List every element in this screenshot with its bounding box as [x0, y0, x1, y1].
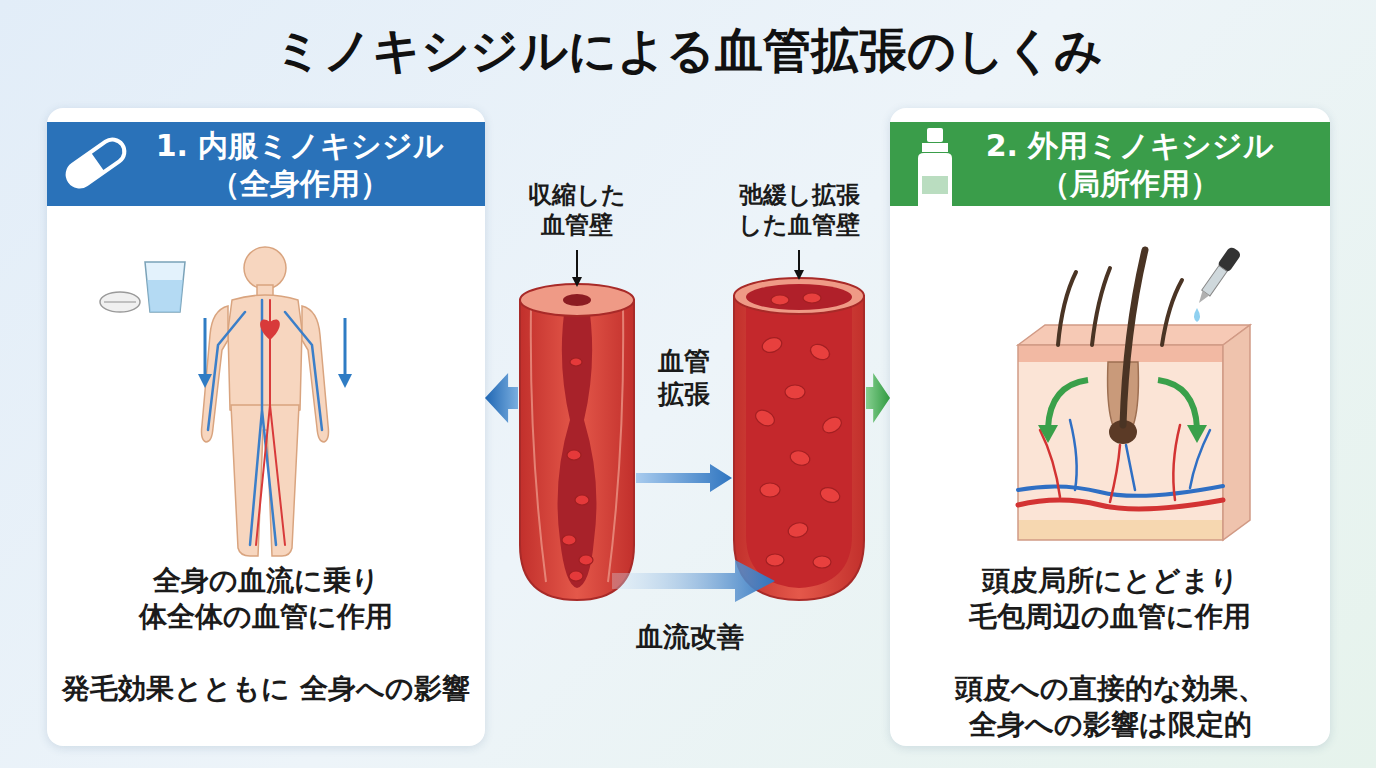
vessel-node: 弛緩し拡張 した血管壁 — [732, 180, 866, 600]
vessel-constricted — [567, 450, 581, 460]
panel: 頭皮局所にとどまり 毛包周辺の血管に作用頭皮への直接的な効果、 全身への影響は限… — [890, 108, 1330, 746]
vessel-constricted — [562, 535, 576, 545]
vessel-constricted — [569, 571, 583, 581]
vessel-constricted — [579, 555, 593, 565]
diagram-title: ミノキシジルによる血管拡張のしくみ — [0, 22, 1376, 80]
vessel-dilated — [818, 485, 842, 505]
vessel-dilated — [820, 414, 844, 436]
vessel-dilated — [760, 335, 784, 355]
leader-arrows — [576, 250, 578, 280]
vessel-constricted — [520, 284, 634, 316]
vessel-dilated — [803, 293, 821, 303]
vessel-constricted — [570, 358, 582, 366]
header-text: 1. 内服ミノキシジル （全身作用） — [130, 127, 470, 202]
vessel-dilated — [746, 300, 852, 588]
vessel-label: 収縮した 血管壁 — [518, 180, 636, 240]
vessel-dilated — [734, 296, 864, 600]
vessel-dilated — [734, 278, 864, 600]
vessel-dilated — [753, 293, 844, 568]
vessel-constricted — [520, 300, 634, 600]
vessel-constricted — [520, 284, 634, 600]
header-text: 2. 外用ミノキシジル （局所作用） — [960, 127, 1300, 202]
connector-arrow — [485, 373, 518, 423]
vessel-dilated — [808, 341, 832, 362]
header-band: 2. 外用ミノキシジル （局所作用） — [890, 122, 1330, 206]
blood-flow-arrow — [612, 560, 775, 602]
vessel-dilated — [734, 278, 864, 314]
leader-arrows — [794, 270, 804, 280]
vessel-dilated — [789, 449, 812, 468]
vessel-constricted — [558, 300, 597, 588]
vessel-dilated — [771, 295, 789, 305]
vessel-dilated — [785, 385, 805, 399]
leader-arrows — [572, 277, 582, 287]
vessel-constricted — [563, 294, 591, 306]
free-label: 血流改善 — [590, 620, 790, 654]
blood-flow-arrow — [612, 560, 775, 602]
leader-arrows — [798, 250, 800, 272]
panel-text: 発毛効果とともに 全身への影響 — [47, 671, 485, 707]
vessel-dilated — [787, 521, 810, 540]
vessel-node: 収縮した 血管壁 — [518, 180, 636, 600]
vessel-dilated — [753, 407, 777, 429]
leader-arrows — [572, 250, 804, 287]
vessel-dilated — [760, 483, 780, 497]
vessel-dilated — [766, 554, 784, 566]
vessel-dilated — [746, 284, 852, 310]
header-band: 1. 内服ミノキシジル （全身作用） — [47, 122, 485, 206]
panel: 全身の血流に乗り 体全体の血管に作用発毛効果とともに 全身への影響 1. 内服ミノ… — [47, 108, 485, 746]
vessel-constricted — [562, 358, 593, 581]
vessel-constricted — [531, 306, 623, 582]
vessel-constricted — [575, 495, 589, 505]
connector-label: 血管 拡張 — [644, 345, 724, 410]
vessel-dilated — [813, 556, 831, 568]
panel-text: 頭皮への直接的な効果、 全身への影響は限定的 — [890, 671, 1330, 743]
connector-arrow — [866, 373, 890, 423]
panel-text: 頭皮局所にとどまり 毛包周辺の血管に作用 — [890, 563, 1330, 635]
panel-text: 全身の血流に乗り 体全体の血管に作用 — [47, 563, 485, 635]
connector-arrow — [636, 464, 732, 492]
vessel-label: 弛緩し拡張 した血管壁 — [732, 180, 866, 240]
